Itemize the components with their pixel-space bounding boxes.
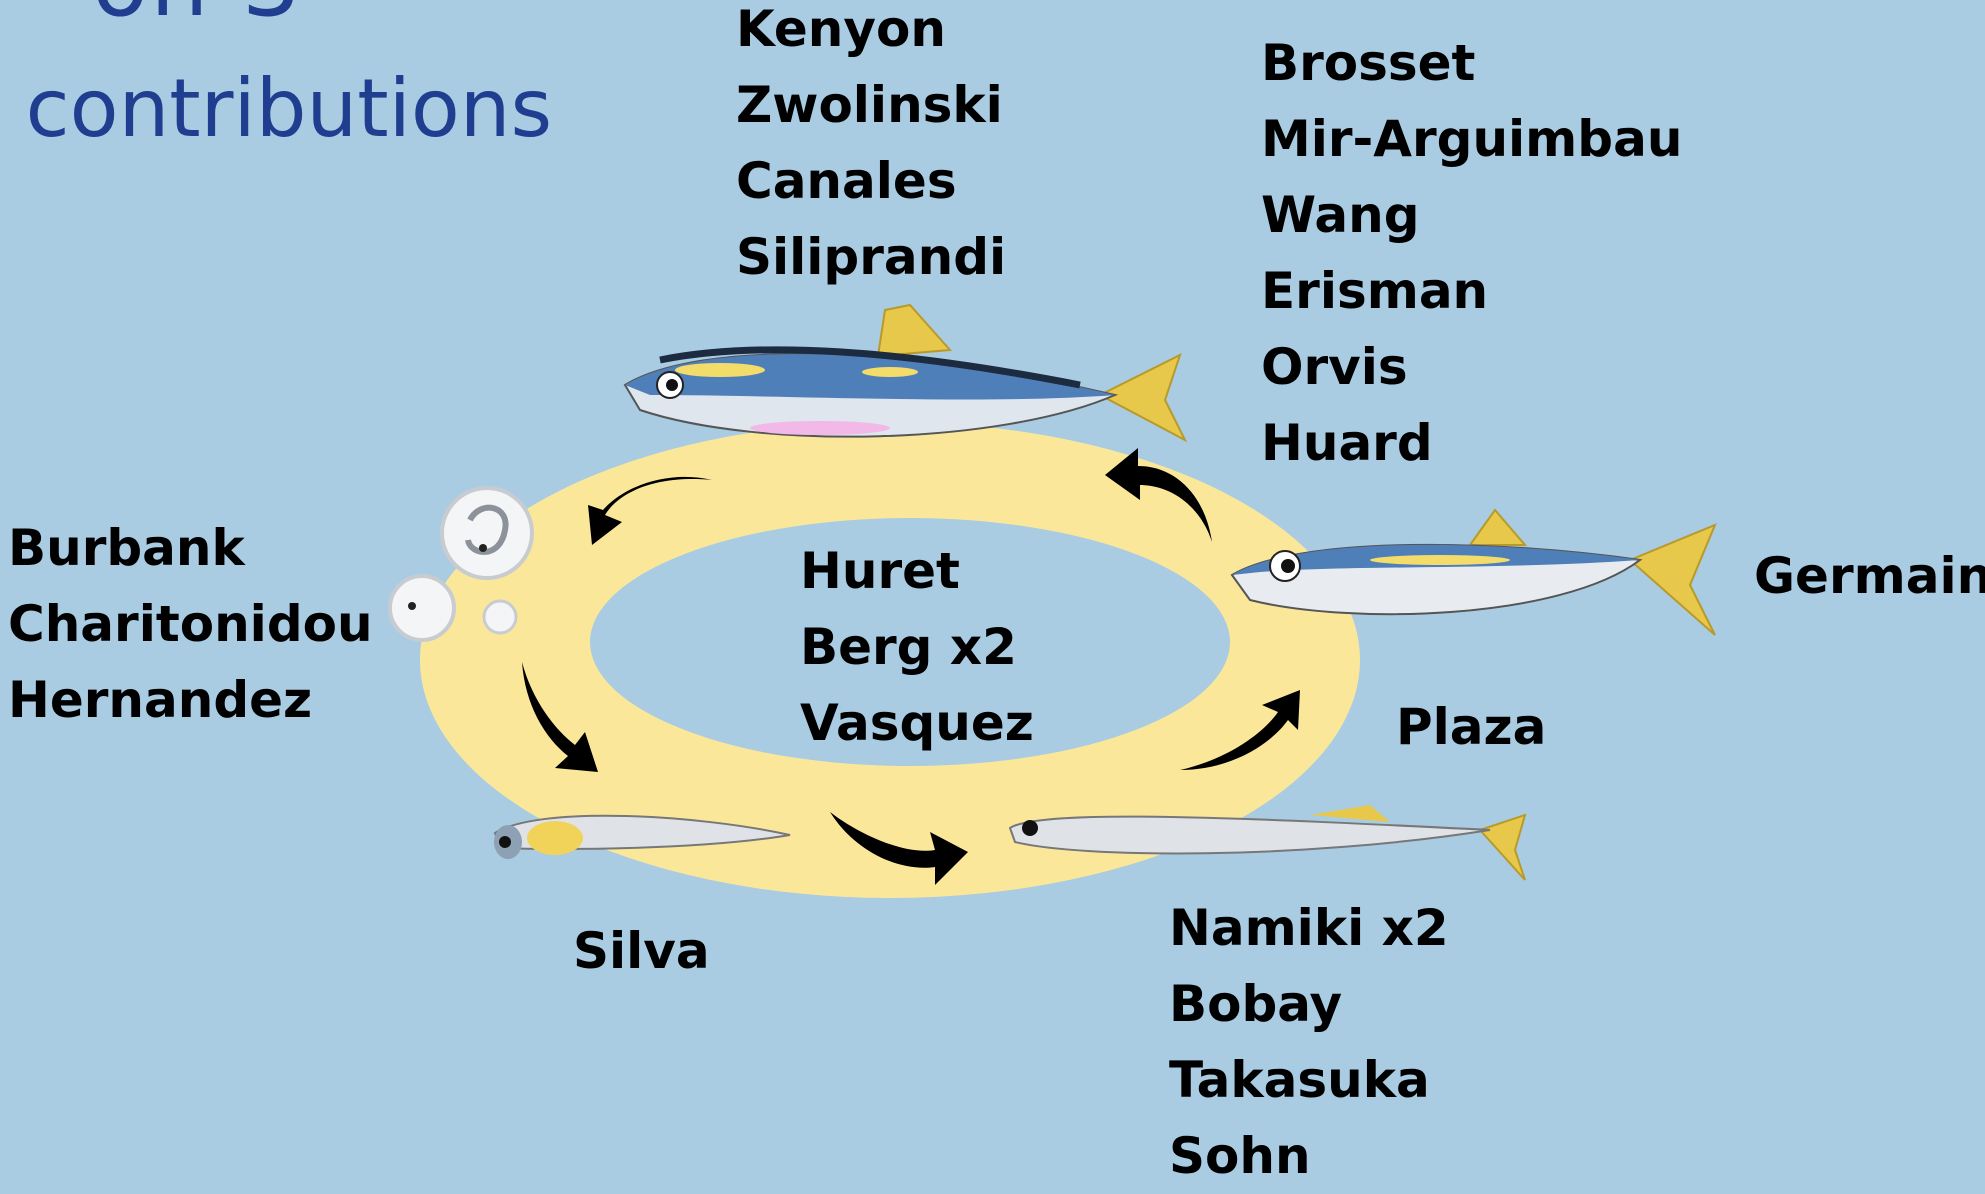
- adult-contributors: Brosset Mir-Arguimbau Wang Erisman Orvis…: [1261, 25, 1682, 481]
- contributor-name: Silva: [573, 913, 710, 989]
- contributor-name: Siliprandi: [736, 219, 1006, 295]
- contributor-name: Wang: [1261, 177, 1682, 253]
- contributor-name: Orvis: [1261, 329, 1682, 405]
- larva-contributors: Namiki x2 Bobay Takasuka Sohn: [1169, 890, 1449, 1194]
- yolk-sac-larva-contributors: Silva: [573, 913, 710, 989]
- juvenile-contributors: Germain: [1754, 538, 1985, 614]
- contributor-name: Brosset: [1261, 25, 1682, 101]
- contributor-name: Charitonidou: [8, 586, 373, 662]
- contributor-name: Burbank: [8, 510, 373, 586]
- contributor-name: Hernandez: [8, 662, 373, 738]
- egg-stage-contributors: Burbank Charitonidou Hernandez: [8, 510, 373, 738]
- contributor-name: Sohn: [1169, 1118, 1449, 1194]
- contributor-name: Takasuka: [1169, 1042, 1449, 1118]
- contributor-name: Canales: [736, 143, 1006, 219]
- contributor-name: Berg x2: [800, 609, 1034, 685]
- contributor-name: Vasquez: [800, 685, 1034, 761]
- contributor-name: Namiki x2: [1169, 890, 1449, 966]
- spawning-adult-contributors: Kenyon Zwolinski Canales Siliprandi: [736, 0, 1006, 295]
- whole-cycle-contributors: Huret Berg x2 Vasquez: [800, 533, 1034, 761]
- contributor-name: Erisman: [1261, 253, 1682, 329]
- contributor-name: Bobay: [1169, 966, 1449, 1042]
- adult-fish-icon: [625, 305, 1185, 440]
- contributor-name: Mir-Arguimbau: [1261, 101, 1682, 177]
- juvenile-transition-contributors: Plaza: [1396, 689, 1546, 765]
- contributor-name: Zwolinski: [736, 67, 1006, 143]
- contributor-name: Plaza: [1396, 689, 1546, 765]
- contributor-name: Germain: [1754, 538, 1985, 614]
- contributor-name: Huret: [800, 533, 1034, 609]
- contributor-name: Huard: [1261, 405, 1682, 481]
- contributor-name: Kenyon: [736, 0, 1006, 67]
